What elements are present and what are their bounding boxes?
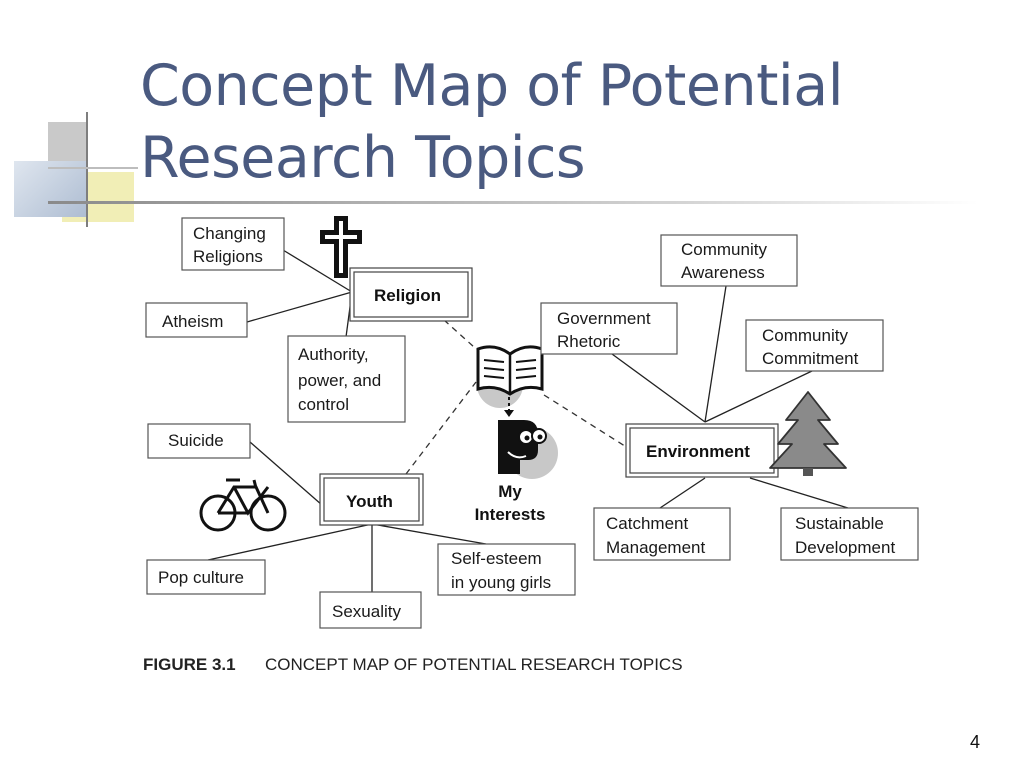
dash-youth-center: [405, 381, 477, 475]
youth-label: Youth: [346, 492, 393, 511]
node-pop-culture: Pop culture: [146, 559, 266, 595]
deco-blue-square: [14, 161, 86, 217]
connector-lines: [207, 249, 849, 592]
environment-label: Environment: [646, 442, 750, 461]
node-sustainable-development: Sustainable Development: [780, 507, 919, 561]
community-awareness-line-2: Awareness: [681, 263, 765, 282]
religion-label: Religion: [374, 286, 441, 305]
line-suicide: [249, 441, 323, 506]
bicycle-icon: [199, 478, 287, 532]
dash-environment-center: [543, 394, 629, 449]
line-changing-religions: [282, 249, 353, 293]
self-esteem-line-1: Self-esteem: [451, 549, 542, 568]
node-self-esteem: Self-esteem in young girls: [437, 543, 576, 596]
sustainable-line-2: Development: [795, 538, 895, 557]
line-sustainable: [749, 477, 849, 509]
suicide-label: Suicide: [168, 431, 224, 450]
line-community-awareness: [704, 285, 727, 423]
catchment-line-1: Catchment: [606, 514, 688, 533]
government-rhetoric-line-2: Rhetoric: [557, 332, 621, 351]
line-catchment: [659, 477, 706, 509]
node-community-commitment: Community Commitment: [745, 319, 884, 372]
title-underline: [48, 201, 978, 204]
atheism-label: Atheism: [162, 312, 223, 331]
sustainable-line-1: Sustainable: [795, 514, 884, 533]
page-number: 4: [970, 732, 981, 752]
self-esteem-line-2: in young girls: [451, 573, 551, 592]
authority-line-3: control: [298, 395, 349, 414]
changing-religions-line-1: Changing: [193, 224, 266, 243]
hub-environment: Environment: [625, 423, 779, 478]
authority-line-2: power, and: [298, 371, 381, 390]
node-authority: Authority, power, and control: [287, 335, 406, 423]
pop-culture-label: Pop culture: [158, 568, 244, 587]
node-changing-religions: Changing Religions: [181, 217, 285, 271]
line-government-rhetoric: [611, 353, 706, 423]
center-label-line-2: Interests: [475, 505, 546, 524]
hub-youth: Youth: [319, 473, 424, 526]
community-awareness-line-1: Community: [681, 240, 767, 259]
line-atheism: [246, 291, 353, 323]
line-community-commitment: [704, 370, 813, 423]
authority-line-1: Authority,: [298, 345, 369, 364]
slide-title: Concept Map of Potential Research Topics: [140, 50, 960, 194]
title-line-1: Concept Map of Potential: [140, 53, 844, 119]
node-atheism: Atheism: [145, 302, 248, 338]
line-pop-culture: [207, 523, 373, 561]
node-community-awareness: Community Awareness: [660, 234, 798, 287]
deco-horizontal-line: [48, 167, 138, 169]
node-government-rhetoric: Government Rhetoric: [540, 302, 678, 355]
figure-caption-text: CONCEPT MAP OF POTENTIAL RESEARCH TOPICS: [265, 655, 683, 674]
person-icon: [498, 420, 558, 479]
community-commitment-line-2: Commitment: [762, 349, 859, 368]
tree-icon: [769, 391, 847, 476]
changing-religions-line-2: Religions: [193, 247, 263, 266]
community-commitment-line-1: Community: [762, 326, 848, 345]
title-line-2: Research Topics: [140, 125, 586, 191]
node-catchment-management: Catchment Management: [593, 507, 731, 561]
node-sexuality: Sexuality: [319, 591, 422, 629]
catchment-line-2: Management: [606, 538, 706, 557]
center-label-line-1: My: [498, 482, 522, 501]
corner-decoration: [0, 0, 140, 230]
hub-religion: Religion: [349, 267, 473, 322]
figure-caption-label: FIGURE 3.1: [143, 655, 236, 674]
sexuality-label: Sexuality: [332, 602, 401, 621]
line-self-esteem: [371, 523, 487, 545]
cross-icon: [320, 216, 362, 278]
government-rhetoric-line-1: Government: [557, 309, 651, 328]
deco-vertical-line: [86, 112, 88, 227]
book-icon: [476, 345, 544, 417]
node-suicide: Suicide: [147, 423, 251, 459]
